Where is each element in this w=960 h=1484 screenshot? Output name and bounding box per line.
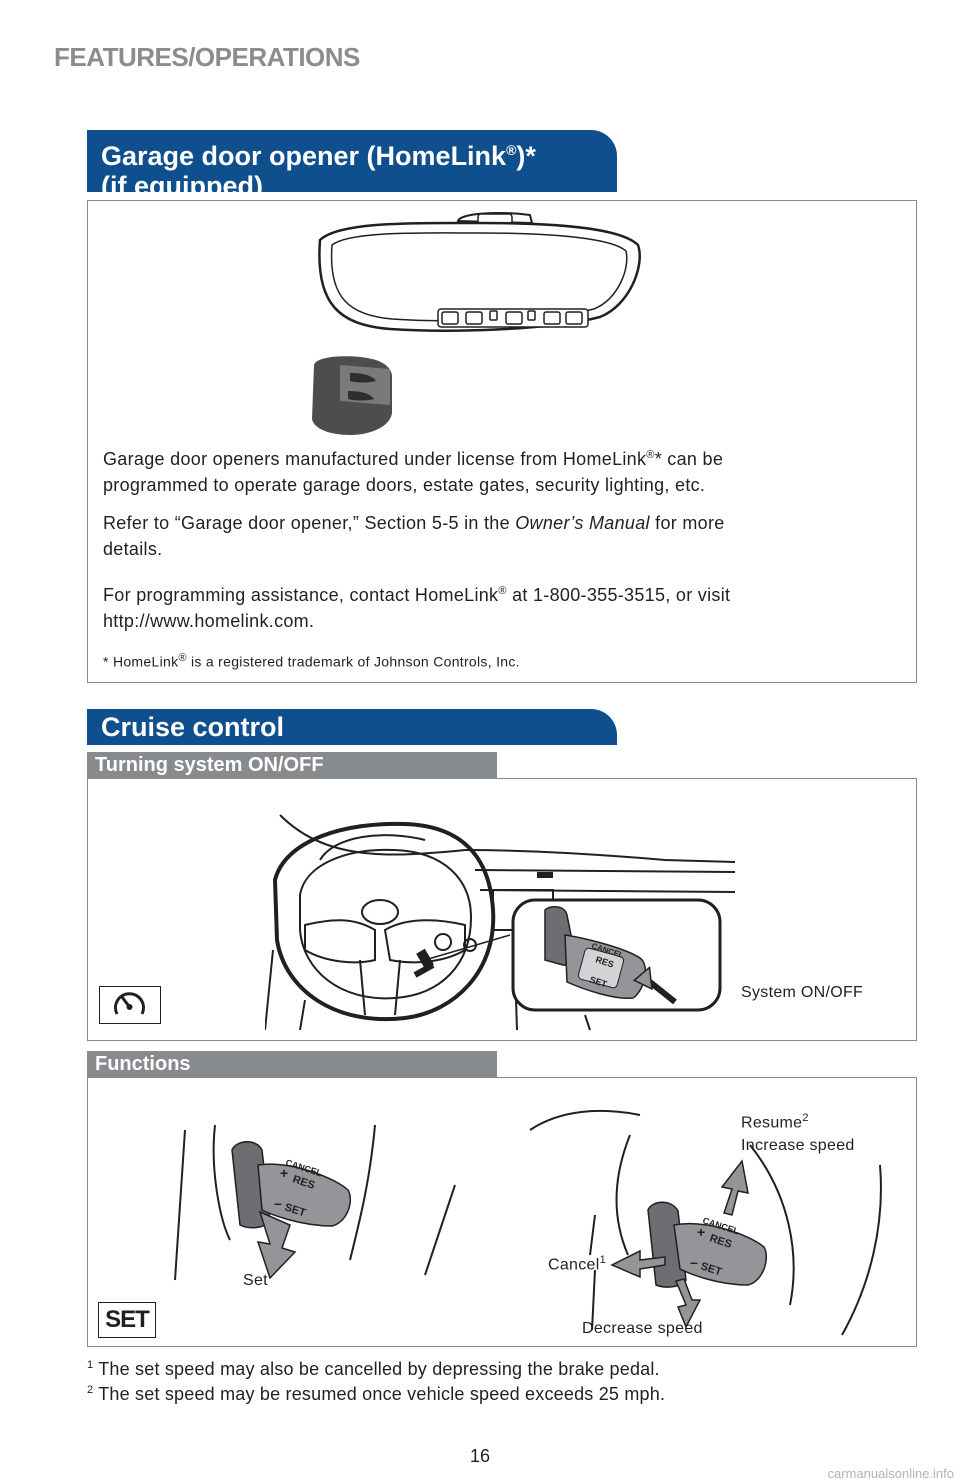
garage-paragraph-1: Garage door openers manufactured under l…: [103, 449, 724, 495]
cruise-footnote-1: 1 The set speed may also be cancelled by…: [87, 1359, 660, 1379]
cancel-label: Cancel1: [548, 1254, 607, 1274]
set-indicator-icon-box: SET: [98, 1302, 156, 1338]
functions-box: [87, 1077, 917, 1347]
resume-label: Resume2: [741, 1112, 809, 1132]
lever-minus-label: –: [690, 1254, 698, 1270]
garage-title-line2: (if equipped): [101, 171, 263, 201]
rearview-mirror-illustration: [312, 212, 641, 435]
cruise-section-banner: Cruise control: [87, 709, 617, 745]
system-on-off-label: System ON/OFF: [741, 984, 864, 1001]
lever-plus-label: +: [697, 1224, 705, 1240]
set-label: Set: [243, 1272, 268, 1289]
garage-paragraph-2: Refer to “Garage door opener,” Section 5…: [103, 513, 725, 559]
functions-subheader: Functions: [87, 1051, 497, 1077]
lever-set-illustration: CANCEL + RES – SET: [174, 1124, 456, 1281]
steering-wheel-illustration: CANCEL RES SET: [265, 814, 735, 1031]
turning-system-subheader: Turning system ON/OFF: [87, 752, 497, 778]
increase-speed-label: Increase speed: [741, 1137, 855, 1154]
watermark: carmanualsonline.info: [827, 1466, 954, 1481]
lever-functions-illustration: CANCEL + RES – SET: [529, 1109, 882, 1336]
garage-footnote: * HomeLink® is a registered trademark of…: [103, 652, 520, 670]
cruise-footnote-2: 2 The set speed may be resumed once vehi…: [87, 1384, 666, 1404]
garage-section-banner: Garage door opener (HomeLink®)* (if equi…: [87, 130, 617, 201]
lever-plus-label: +: [280, 1165, 288, 1181]
set-icon-text: SET: [105, 1306, 150, 1333]
page-number: 16: [469, 1446, 491, 1466]
garage-paragraph-3: For programming assistance, contact Home…: [103, 585, 731, 631]
decrease-speed-label: Decrease speed: [582, 1320, 703, 1337]
lever-minus-label: –: [274, 1195, 282, 1211]
turning-system-box: [87, 778, 917, 1041]
garage-title-line1: Garage door opener (HomeLink®)*: [101, 141, 536, 171]
cruise-indicator-icon-box: [99, 986, 161, 1024]
cruise-speedometer-icon: [114, 992, 145, 1015]
section-label: FEATURES/OPERATIONS: [54, 42, 360, 72]
